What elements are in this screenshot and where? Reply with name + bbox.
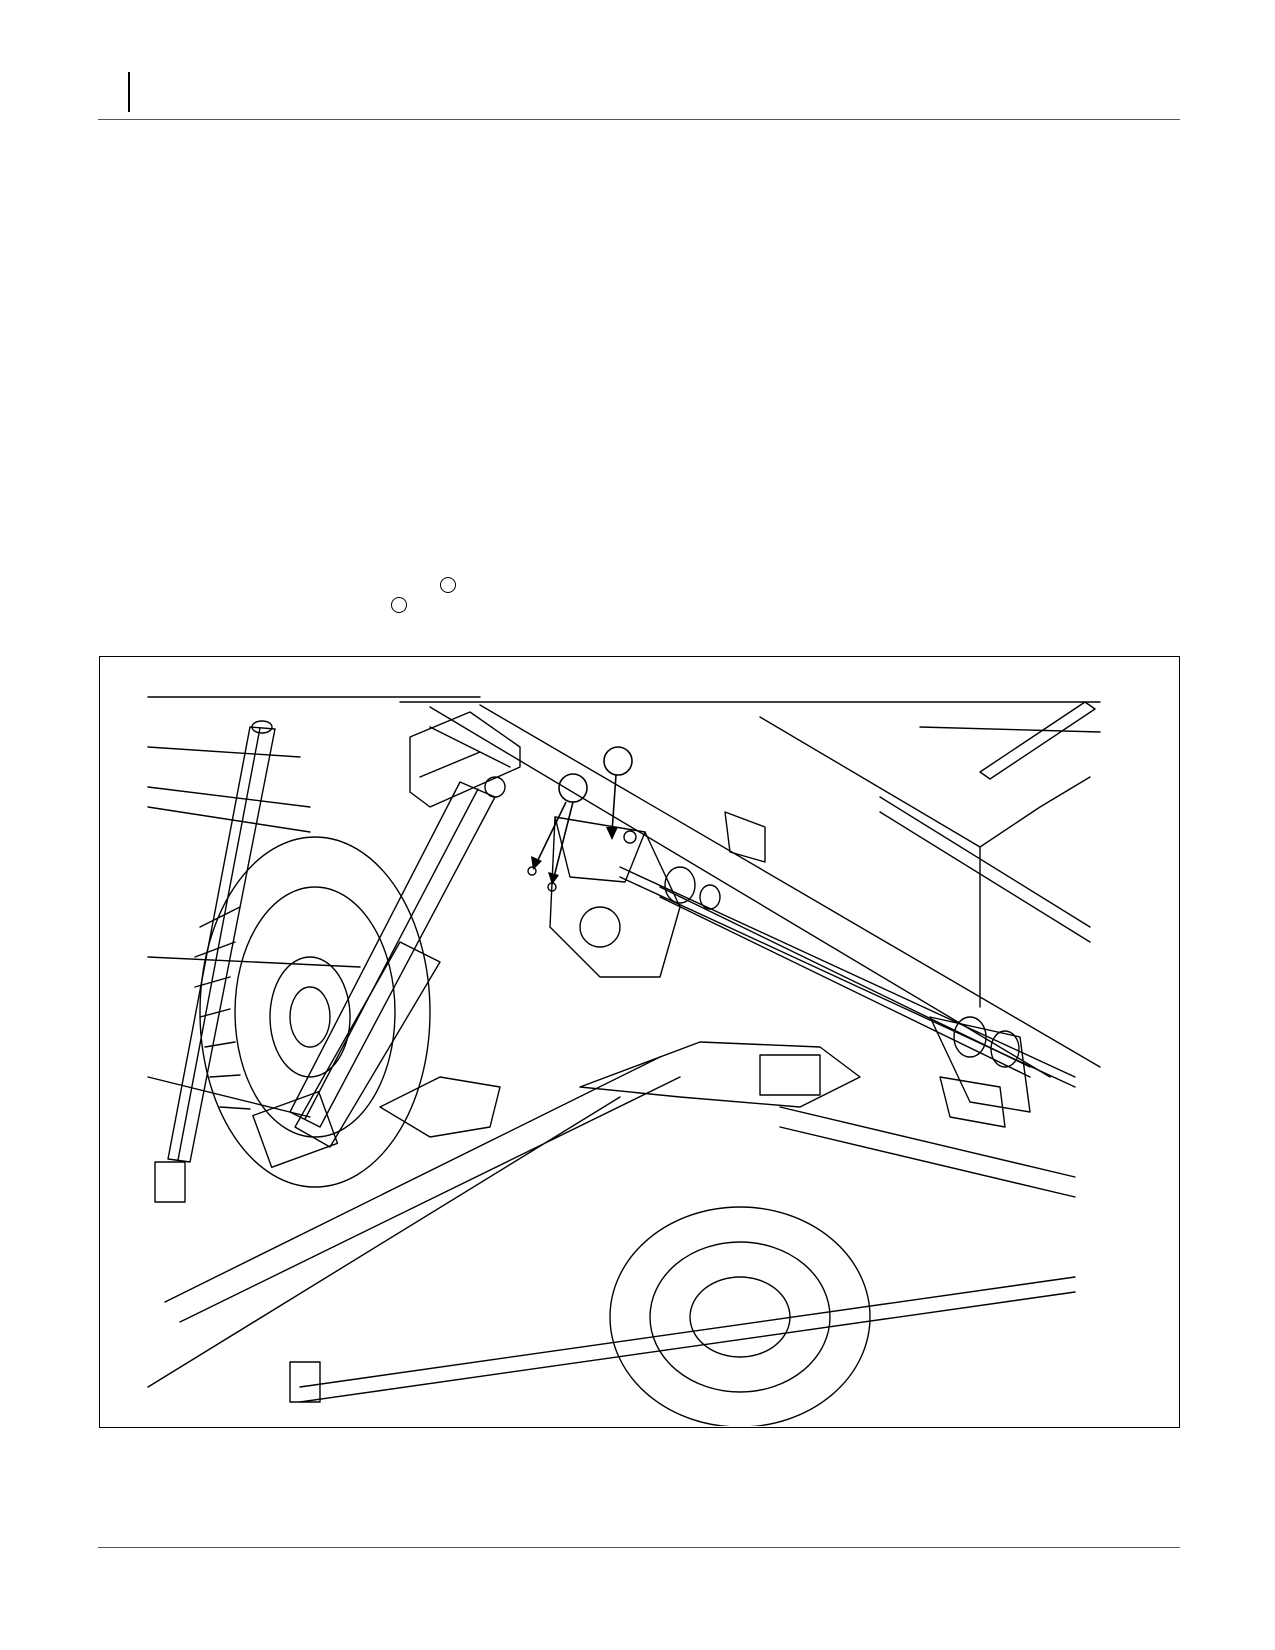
header-rule bbox=[98, 119, 1180, 120]
leader-arrowhead bbox=[548, 872, 559, 885]
right-bracket bbox=[779, 1016, 1076, 1198]
figure-frame bbox=[99, 656, 1180, 1428]
drive-shaft bbox=[619, 811, 1076, 1088]
hydraulic-cylinder bbox=[252, 776, 506, 1168]
mechanical-illustration bbox=[147, 696, 1101, 1426]
inline-callout-a bbox=[440, 577, 456, 593]
left-strut bbox=[154, 720, 276, 1203]
leader-arrowhead bbox=[606, 827, 618, 840]
inline-callout-b bbox=[391, 597, 407, 613]
upper-bracket bbox=[409, 711, 521, 808]
change-bar bbox=[128, 72, 130, 112]
lower-frame bbox=[147, 1041, 1076, 1403]
tire-left bbox=[194, 836, 431, 1188]
figure-callout-right bbox=[603, 746, 633, 833]
hopper-edges bbox=[147, 696, 1101, 1078]
footer-rule bbox=[98, 1547, 1180, 1548]
leader-arrowhead bbox=[531, 856, 542, 870]
mount-plate bbox=[527, 816, 681, 978]
figure-callouts bbox=[536, 746, 633, 878]
figure-callout-left bbox=[536, 773, 588, 878]
tire-right bbox=[609, 1206, 871, 1426]
left-frame bbox=[147, 746, 361, 1118]
